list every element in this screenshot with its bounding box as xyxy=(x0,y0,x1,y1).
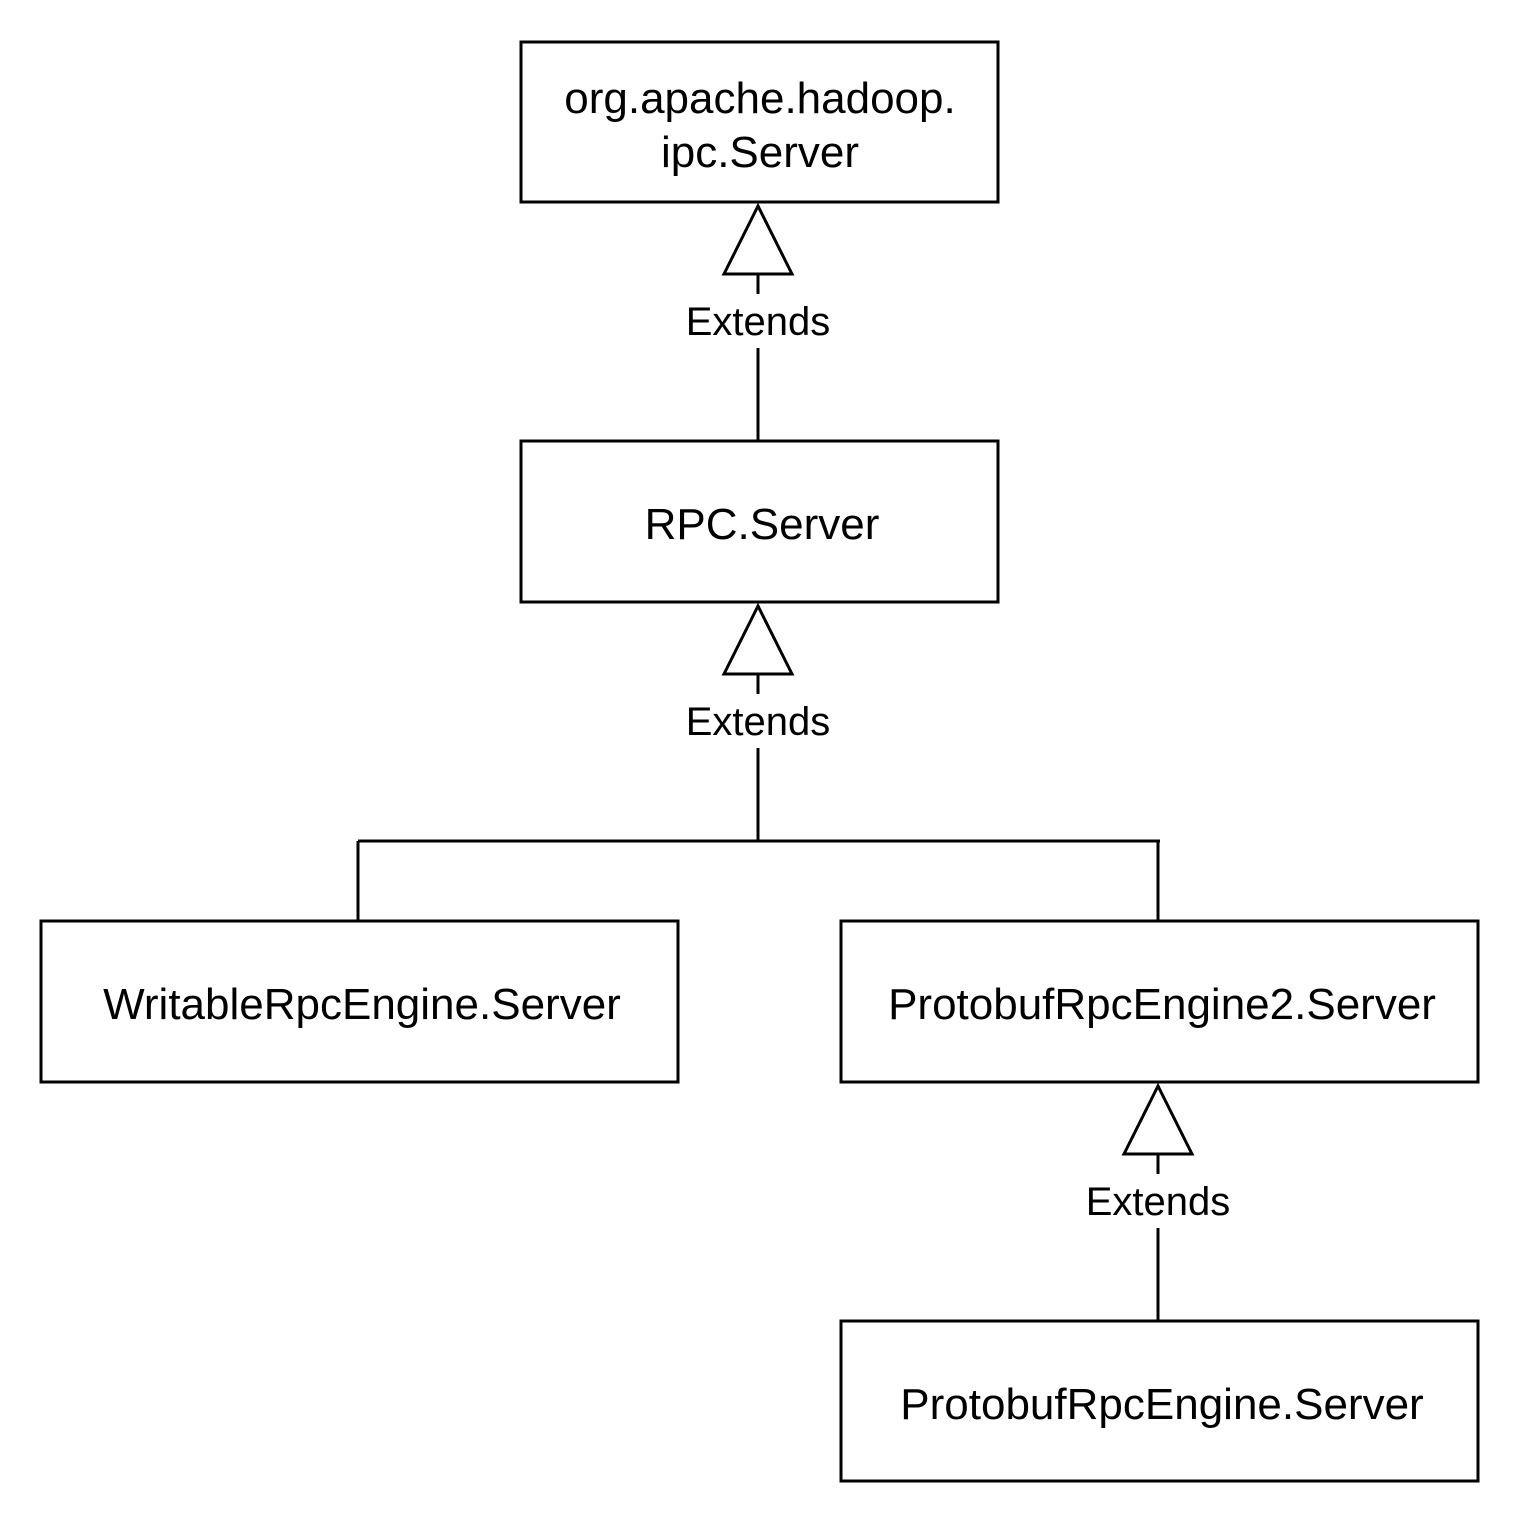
node-protobuf-server-label: ProtobufRpcEngine.Server xyxy=(900,1380,1423,1429)
node-writable-server: WritableRpcEngine.Server xyxy=(39,919,680,1084)
node-writable-server-box xyxy=(39,919,680,1084)
edge-rpc-extends-ipc: Extends xyxy=(678,202,838,441)
edge-protobuf-extends-protobuf2-label: Extends xyxy=(1086,1180,1231,1224)
edge-engines-extend-rpc: Extends xyxy=(356,602,1160,921)
edge-label-background xyxy=(678,694,838,748)
edge-rpc-extends-ipc-label: Extends xyxy=(686,300,831,344)
node-ipc-server-box xyxy=(519,40,1000,204)
edge-label-background xyxy=(678,294,838,348)
node-rpc-server-box xyxy=(519,439,1000,604)
node-ipc-server-label-line2: ipc.Server xyxy=(661,128,859,177)
hollow-triangle-arrowhead-icon xyxy=(721,202,795,276)
edge-protobuf-extends-protobuf2: Extends xyxy=(1078,1082,1238,1321)
hollow-triangle-arrowhead-icon xyxy=(1121,1082,1195,1156)
hollow-triangle-arrowhead-icon xyxy=(721,602,795,676)
node-writable-server-label: WritableRpcEngine.Server xyxy=(103,980,621,1029)
edge-label-background xyxy=(1078,1174,1238,1228)
node-protobuf2-server-box xyxy=(839,919,1480,1084)
node-ipc-server-label-line1: org.apache.hadoop. xyxy=(564,74,955,123)
node-rpc-server-label: RPC.Server xyxy=(645,500,880,549)
edge-engines-extend-rpc-label: Extends xyxy=(686,700,831,744)
node-ipc-server: org.apache.hadoop. ipc.Server xyxy=(519,40,1000,204)
node-rpc-server: RPC.Server xyxy=(519,439,1000,604)
node-protobuf-server-box xyxy=(839,1319,1480,1483)
node-protobuf-server: ProtobufRpcEngine.Server xyxy=(839,1319,1480,1483)
node-protobuf2-server: ProtobufRpcEngine2.Server xyxy=(839,919,1480,1084)
node-protobuf2-server-label: ProtobufRpcEngine2.Server xyxy=(888,980,1436,1029)
